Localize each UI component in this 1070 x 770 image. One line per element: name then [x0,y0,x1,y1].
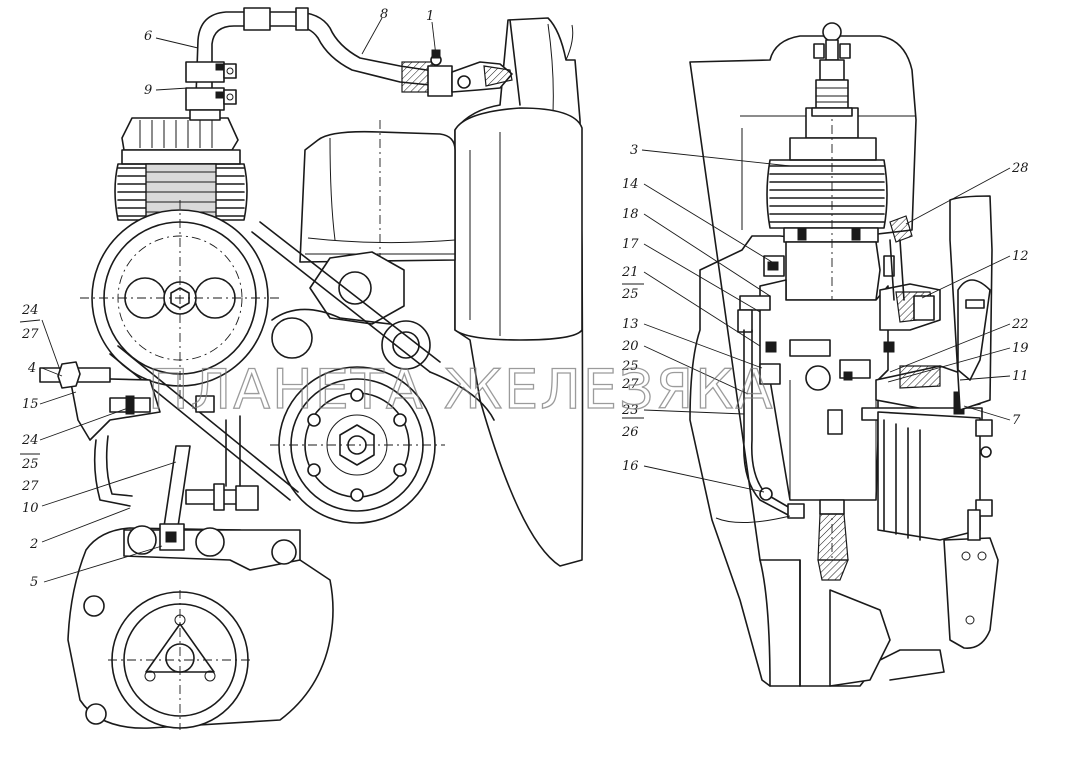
callout-12: 12 [1012,249,1029,264]
callout-18: 18 [622,207,639,222]
unloader-valve [811,22,853,117]
callout-26: 26 [621,425,639,440]
callout-24-top: 24 [21,303,39,318]
compressor-cylinder-head [114,117,248,223]
right-callouts: 3 14 18 17 21 25 13 20 25 27 23 26 16 28… [621,143,1029,474]
callout-9: 9 [144,83,152,98]
callout-16: 16 [622,459,639,474]
callout-23: 23 [621,403,639,418]
callout-15: 15 [22,397,39,412]
rear-housing [299,120,456,300]
callout-17: 17 [622,237,639,252]
callout-8: 8 [380,7,388,22]
callout-27-c: 27 [621,377,639,392]
callout-3: 3 [630,143,638,158]
callout-25-a: 25 [621,287,639,302]
callout-25-b: 25 [621,359,639,374]
callout-7: 7 [1012,413,1021,428]
callout-24-mid: 24 [21,433,39,448]
callout-14: 14 [622,177,639,192]
callout-2: 2 [29,537,38,552]
leader-lines [19,17,1011,583]
left-callouts: 1 6 8 9 24 27 4 15 24 25 27 10 2 5 [21,7,434,590]
callout-28: 28 [1011,161,1029,176]
right-view [689,22,999,687]
callout-27-mid: 27 [21,479,39,494]
front-mount [861,283,993,541]
callout-11: 11 [1012,369,1029,384]
drive-belt [109,221,495,501]
callout-13: 13 [622,317,639,332]
fan-pulley [270,366,445,524]
tension-strap [943,195,999,649]
mounting-bracket [39,361,215,507]
callout-20: 20 [621,339,639,354]
callout-10: 10 [22,501,39,516]
block-bosses [271,251,431,370]
watermark-text: ПЛАНЕТА ЖЕЛЕЗЯКА [148,358,774,421]
air-tube [195,7,513,97]
callout-6: 6 [144,29,152,44]
compressor-cylinder [766,30,888,560]
oil-tube [715,329,805,524]
compressor-pulley [80,200,282,400]
engine-block-side [454,17,584,567]
tension-arm [161,415,259,541]
lower-crank-cover [67,523,334,730]
fitting-block [185,61,237,121]
compressor-crankcase [737,255,895,581]
fitting-28 [889,215,913,301]
callout-1: 1 [426,9,434,24]
callout-19: 19 [1012,341,1029,356]
callout-22: 22 [1011,317,1029,332]
callout-21: 21 [621,265,639,280]
callout-25-mid: 25 [21,457,39,472]
callout-27-top: 27 [21,327,39,342]
callout-4: 4 [27,361,36,376]
callout-5: 5 [30,575,38,590]
left-view [39,7,584,730]
